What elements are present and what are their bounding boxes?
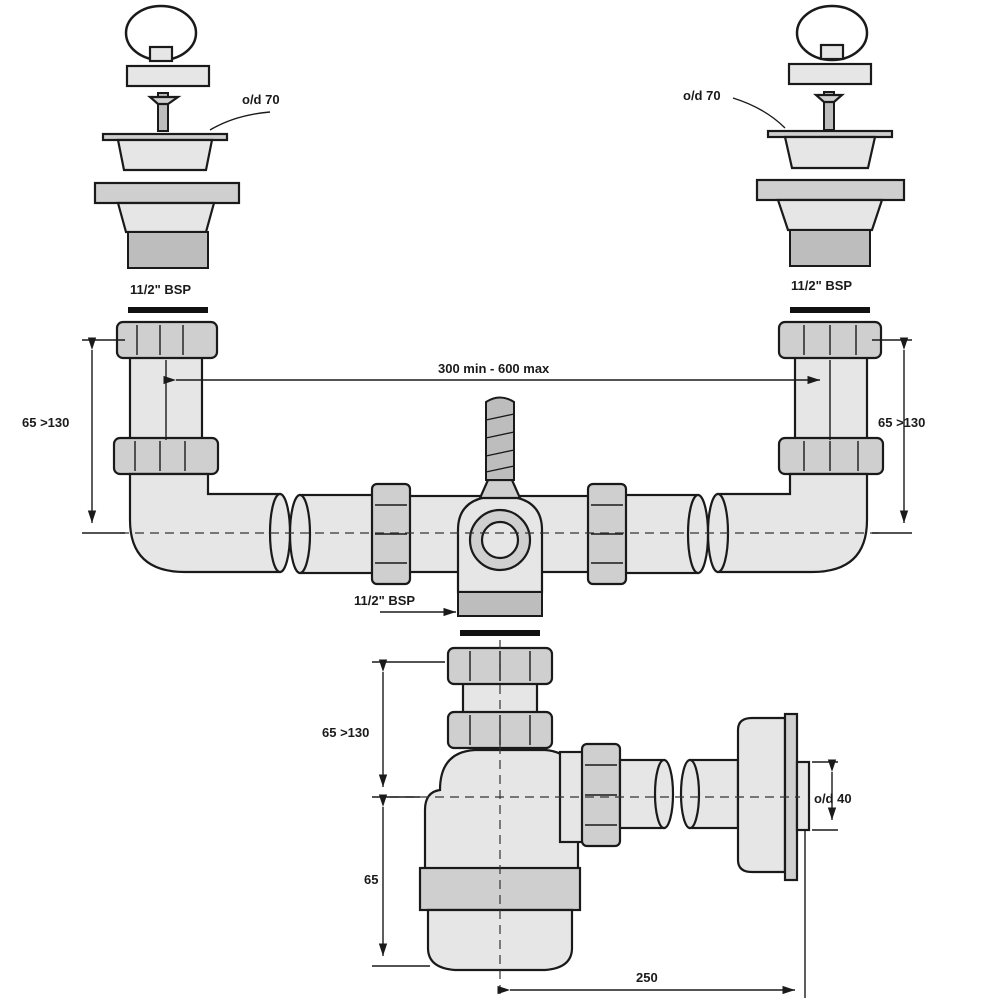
bsp-center-label: 11/2" BSP	[354, 593, 415, 608]
left-screw	[157, 92, 169, 132]
od-right-label: o/d 70	[683, 88, 721, 103]
right-plug	[787, 62, 873, 86]
right-grid-cup	[783, 135, 877, 170]
right-standpipe	[706, 320, 885, 574]
bsp-right-label: 11/2" BSP	[791, 278, 852, 293]
right-od-leader	[732, 97, 786, 129]
left-strainer-assembly	[93, 4, 271, 313]
dimensions	[82, 337, 912, 998]
right-elbow	[716, 472, 869, 574]
right-waste-body	[776, 198, 884, 232]
wall-connector-body	[736, 716, 787, 874]
tee-assembly	[288, 396, 710, 636]
right-waste-thread	[789, 229, 871, 267]
right-waste-flange	[755, 178, 906, 202]
right-ring-clip	[819, 43, 845, 61]
labels: o/d 70 o/d 70 11/2" BSP 11/2" BSP 11/2" …	[22, 88, 925, 985]
height-right-label: 65 >130	[878, 415, 925, 430]
tee-outlet-thread	[457, 591, 543, 617]
height-trap-label: 65 >130	[322, 725, 369, 740]
left-od-leader	[209, 111, 271, 131]
spigot-base	[478, 478, 522, 500]
right-screw-head	[813, 93, 845, 104]
wall-outlet	[679, 712, 811, 882]
centerlines	[120, 532, 880, 995]
span-label: 300 min - 600 max	[438, 361, 550, 376]
tee-washer	[460, 630, 540, 636]
left-waste-body	[116, 201, 216, 234]
bsp-left-label: 11/2" BSP	[130, 282, 191, 297]
left-screw-head	[147, 95, 182, 106]
bottle-trap	[418, 646, 675, 972]
appliance-spigot	[485, 396, 515, 481]
height-bottom-label: 65	[364, 872, 378, 887]
left-standpipe	[112, 320, 292, 574]
width-bottom-label: 250	[636, 970, 658, 985]
height-left-label: 65 >130	[22, 415, 69, 430]
right-strainer-assembly	[732, 4, 906, 313]
left-ring-clip	[148, 45, 174, 63]
od-left-label: o/d 70	[242, 92, 280, 107]
left-grid-cup	[116, 138, 214, 172]
left-elbow	[128, 472, 282, 574]
left-plug	[125, 64, 211, 88]
right-lower-nut	[777, 436, 885, 476]
left-washer	[128, 307, 208, 313]
right-washer	[790, 307, 870, 313]
left-lower-nut	[112, 436, 220, 476]
right-pipe-upper	[793, 353, 869, 442]
trap-body	[423, 748, 580, 872]
left-top-nut	[115, 320, 219, 360]
left-waste-flange	[93, 181, 241, 205]
od-outlet-label: o/d 40	[814, 791, 852, 806]
wall-spigot	[795, 760, 811, 832]
left-waste-thread	[127, 231, 209, 269]
